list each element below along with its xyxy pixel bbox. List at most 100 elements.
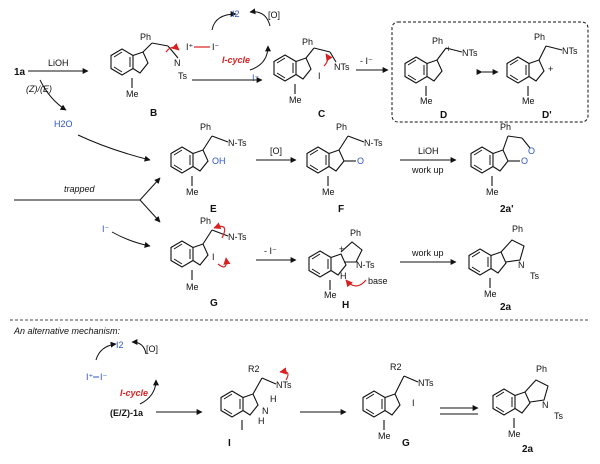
- ph-label-Dp: Ph: [534, 32, 545, 42]
- me-label-E: Me: [186, 187, 199, 197]
- alt-icycle: I2 [O] I⁺ I⁻ I-cycle: [86, 339, 159, 405]
- icycle-label: I-cycle: [222, 55, 250, 65]
- i2-label: I2: [232, 9, 240, 19]
- compound-G-structure: Ph N-Ts I Me: [170, 216, 247, 292]
- nts-label-G: N-Ts: [228, 232, 247, 242]
- plus-label-H: +: [339, 244, 344, 254]
- compound-F-structure: Ph N-Ts O Me: [306, 122, 383, 197]
- iminus-trap-label: I⁻: [102, 224, 110, 234]
- plus-label-Dp: +: [548, 64, 553, 74]
- compound-G-label: G: [210, 298, 218, 309]
- alt-iplus-label: I⁺: [86, 372, 94, 382]
- o-label-F: O: [357, 156, 364, 166]
- lioh-reagent: LiOH: [48, 58, 69, 68]
- compound-2a1-structure: Ph O O Me: [470, 122, 535, 197]
- nts-label-I: NTs: [276, 380, 292, 390]
- compound-C-label: C: [318, 109, 325, 120]
- i-label-C: I: [318, 71, 321, 81]
- trapped-label: trapped: [64, 184, 96, 194]
- compound-I-label: I: [228, 438, 231, 449]
- me-label-F: Me: [322, 187, 335, 197]
- me-label-2a: Me: [484, 289, 497, 299]
- h-label-H: H: [340, 271, 347, 281]
- nts-label-Dp: NTs: [562, 46, 578, 56]
- me-label-C: Me: [289, 95, 302, 105]
- compound-1a-label: 1a: [14, 67, 26, 78]
- compound-B-label: B: [150, 108, 157, 119]
- minus-i-label: - I⁻: [360, 56, 373, 66]
- ts-label-2a: Ts: [530, 271, 540, 281]
- alt-iminus-label: I⁻: [100, 372, 108, 382]
- oh-label-E: OH: [212, 156, 226, 166]
- ph-label-2a-alt: Ph: [536, 364, 547, 374]
- alt-i2-label: I2: [116, 340, 124, 350]
- me-label-B: Me: [126, 89, 139, 99]
- n-label-B: N: [174, 58, 181, 68]
- compound-I-structure: R2 NTs H N H: [220, 364, 292, 430]
- me-label-2a1: Me: [486, 187, 499, 197]
- compound-2a-alt-structure: Ph N Ts Me: [492, 364, 564, 439]
- arrow-trap-to-G: [139, 199, 161, 223]
- ox-label: [O]: [270, 146, 282, 156]
- lioh2-label: LiOH: [418, 146, 439, 156]
- me-label-Dp: Me: [522, 96, 535, 106]
- minus-i2-label: - I⁻: [264, 246, 277, 256]
- compound-G2-structure: R2 NTs I Me: [362, 362, 434, 441]
- nts-label-F: N-Ts: [364, 138, 383, 148]
- water-label: H2O: [54, 119, 73, 129]
- compound-2a-structure: Ph N Ts Me: [468, 224, 540, 299]
- compound-E-structure: Ph N-Ts OH Me: [170, 122, 247, 197]
- alt-title: An alternative mechanism:: [13, 326, 121, 336]
- alt-o-label: [O]: [146, 344, 158, 354]
- arrow-trap-to-E: [139, 177, 161, 201]
- r2-label-G2: R2: [390, 362, 402, 372]
- workup2-label: work up: [411, 248, 444, 258]
- base-label: base: [368, 276, 388, 286]
- workup-label: work up: [411, 165, 444, 175]
- compound-2a-alt-label: 2a: [522, 444, 534, 455]
- ph-label-C: Ph: [302, 37, 313, 47]
- iminus-label-cycle: I⁻: [252, 73, 260, 83]
- o-label: [O]: [268, 10, 280, 20]
- compound-D-label: D: [440, 110, 447, 121]
- ph-label-G: Ph: [200, 216, 211, 226]
- compound-Dp-structure: Ph NTs + Me: [506, 32, 578, 106]
- ph-label-2a: Ph: [512, 224, 523, 234]
- ph-label-D: Ph: [432, 36, 443, 46]
- nts-label-D: NTs: [462, 48, 478, 58]
- ts-label-2a-alt: Ts: [554, 411, 564, 421]
- compound-H-label: H: [342, 300, 349, 311]
- i-label-G2: I: [412, 398, 415, 408]
- alt-icycle-label: I-cycle: [120, 388, 148, 398]
- n-label-2a-alt: N: [542, 400, 549, 410]
- n-label-I: N: [262, 406, 269, 416]
- compound-2a1-label: 2a': [500, 204, 514, 215]
- me-label-G: Me: [186, 282, 199, 292]
- nts-label-H: N-Ts: [356, 260, 375, 270]
- o-label-2a1a: O: [528, 146, 535, 156]
- h-label-I: H: [270, 394, 277, 404]
- iminus-label: I⁻: [212, 42, 220, 52]
- compound-G2-label: G: [402, 438, 410, 449]
- ph-label-B: Ph: [140, 32, 151, 42]
- icycle-top: I2 [O] I⁻ I-cycle: [211, 8, 280, 83]
- compound-E-label: E: [210, 204, 217, 215]
- ph-label-F: Ph: [336, 122, 347, 132]
- arrow-I-to-G: [111, 231, 151, 248]
- h2-label-I: H: [258, 416, 265, 426]
- me-label-G2: Me: [378, 431, 391, 441]
- nts-label-E: N-Ts: [228, 138, 247, 148]
- compound-D-structure: Ph + NTs Me: [404, 36, 478, 106]
- compound-Dp-label: D': [542, 110, 552, 121]
- alt-start-label: (E/Z)-1a: [110, 408, 144, 418]
- compound-H-structure: Ph + N-Ts H base Me: [308, 228, 388, 300]
- arrow-water-to-E: [77, 134, 151, 162]
- iplus-label: I⁺: [186, 42, 194, 52]
- me-label-2a-alt: Me: [508, 429, 521, 439]
- arrow-to-water: [39, 79, 67, 111]
- me-label-H: Me: [324, 290, 337, 300]
- ts-label-B: Ts: [178, 71, 188, 81]
- me-label-D: Me: [420, 96, 433, 106]
- ph-label-E: Ph: [200, 122, 211, 132]
